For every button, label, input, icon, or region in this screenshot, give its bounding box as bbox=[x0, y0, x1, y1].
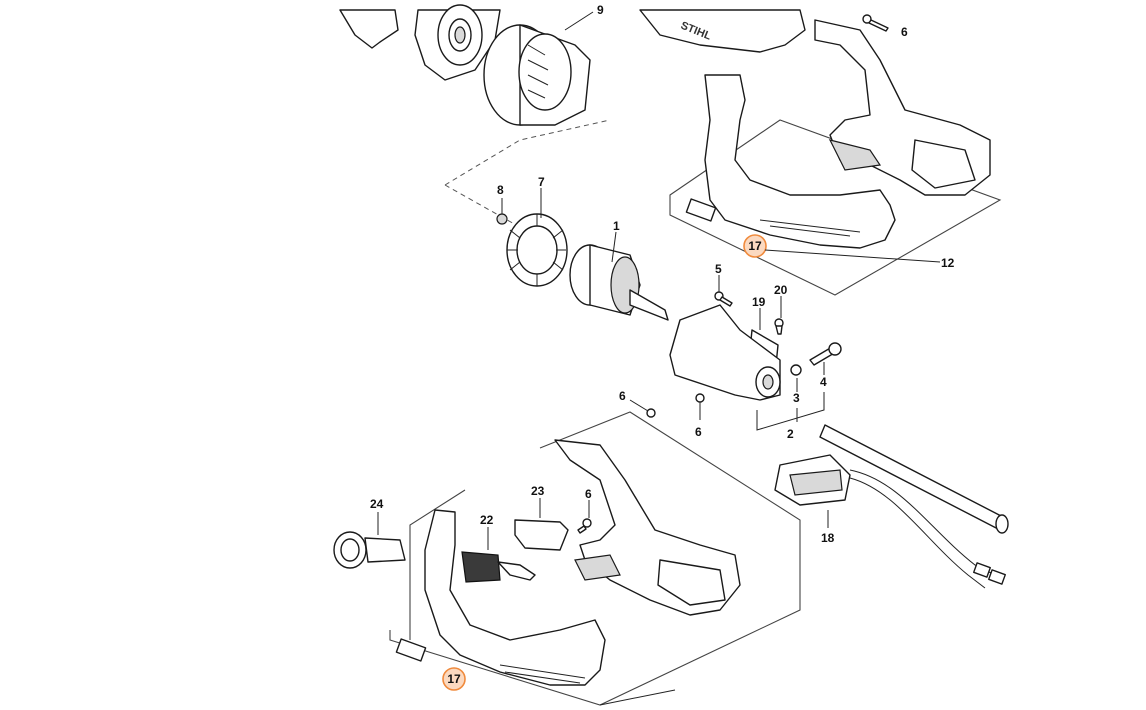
callout-2: 2 bbox=[787, 427, 794, 441]
cable-harness-18 bbox=[774, 454, 1006, 589]
handle-housing-lower bbox=[554, 439, 741, 616]
screw-8 bbox=[496, 213, 508, 225]
callout-19: 19 bbox=[752, 295, 766, 309]
callout-6-top: 6 bbox=[901, 25, 908, 39]
callout-8: 8 bbox=[497, 183, 504, 197]
callout-7: 7 bbox=[538, 175, 545, 189]
screw-6-top bbox=[862, 14, 889, 32]
screw-6-bottom bbox=[577, 518, 592, 534]
handle-shell-front-lower bbox=[395, 509, 606, 686]
callout-4: 4 bbox=[820, 375, 827, 389]
handle-housing-upper bbox=[814, 19, 991, 196]
assembly-box-bottom bbox=[389, 411, 801, 706]
callout-20: 20 bbox=[774, 283, 788, 297]
callout-6-left: 6 bbox=[619, 389, 626, 403]
handle-shell-front-upper bbox=[685, 74, 896, 249]
screw-5 bbox=[714, 291, 733, 307]
screw-6-left bbox=[629, 399, 656, 418]
callout-6-bottom: 6 bbox=[585, 487, 592, 501]
dashed-boundary bbox=[444, 119, 611, 186]
callout-22: 22 bbox=[480, 513, 494, 527]
callout-23: 23 bbox=[531, 484, 545, 498]
clip-23 bbox=[514, 519, 569, 551]
callout-12: 12 bbox=[941, 256, 955, 270]
cap-24 bbox=[333, 531, 406, 569]
switch-22 bbox=[461, 551, 536, 583]
callout-6-middle: 6 bbox=[695, 425, 702, 439]
callout-17-top: 17 bbox=[748, 239, 762, 253]
callout-17-bottom: 17 bbox=[447, 672, 461, 686]
callout-9: 9 bbox=[597, 3, 604, 17]
bolt-4 bbox=[809, 342, 842, 366]
highlight-marker-top bbox=[743, 234, 767, 258]
motor-rotor-1 bbox=[569, 244, 669, 321]
callout-5: 5 bbox=[715, 262, 722, 276]
fan-wheel-7 bbox=[506, 213, 568, 287]
shaft-tube bbox=[819, 424, 1009, 534]
screw-6-middle bbox=[695, 393, 705, 403]
assembly-box-12 bbox=[669, 119, 1002, 296]
callout-3: 3 bbox=[793, 391, 800, 405]
screw-20 bbox=[774, 318, 784, 335]
callout-18: 18 bbox=[821, 531, 835, 545]
fan-housing-part bbox=[339, 4, 501, 81]
fan-wheel-part bbox=[483, 24, 591, 126]
callout-1: 1 bbox=[613, 219, 620, 233]
gear-housing-2 bbox=[669, 304, 781, 401]
top-cover-part: STIHL bbox=[639, 9, 806, 53]
callout-24: 24 bbox=[370, 497, 384, 511]
washer-3 bbox=[790, 364, 802, 376]
highlight-marker-bottom bbox=[442, 667, 466, 691]
